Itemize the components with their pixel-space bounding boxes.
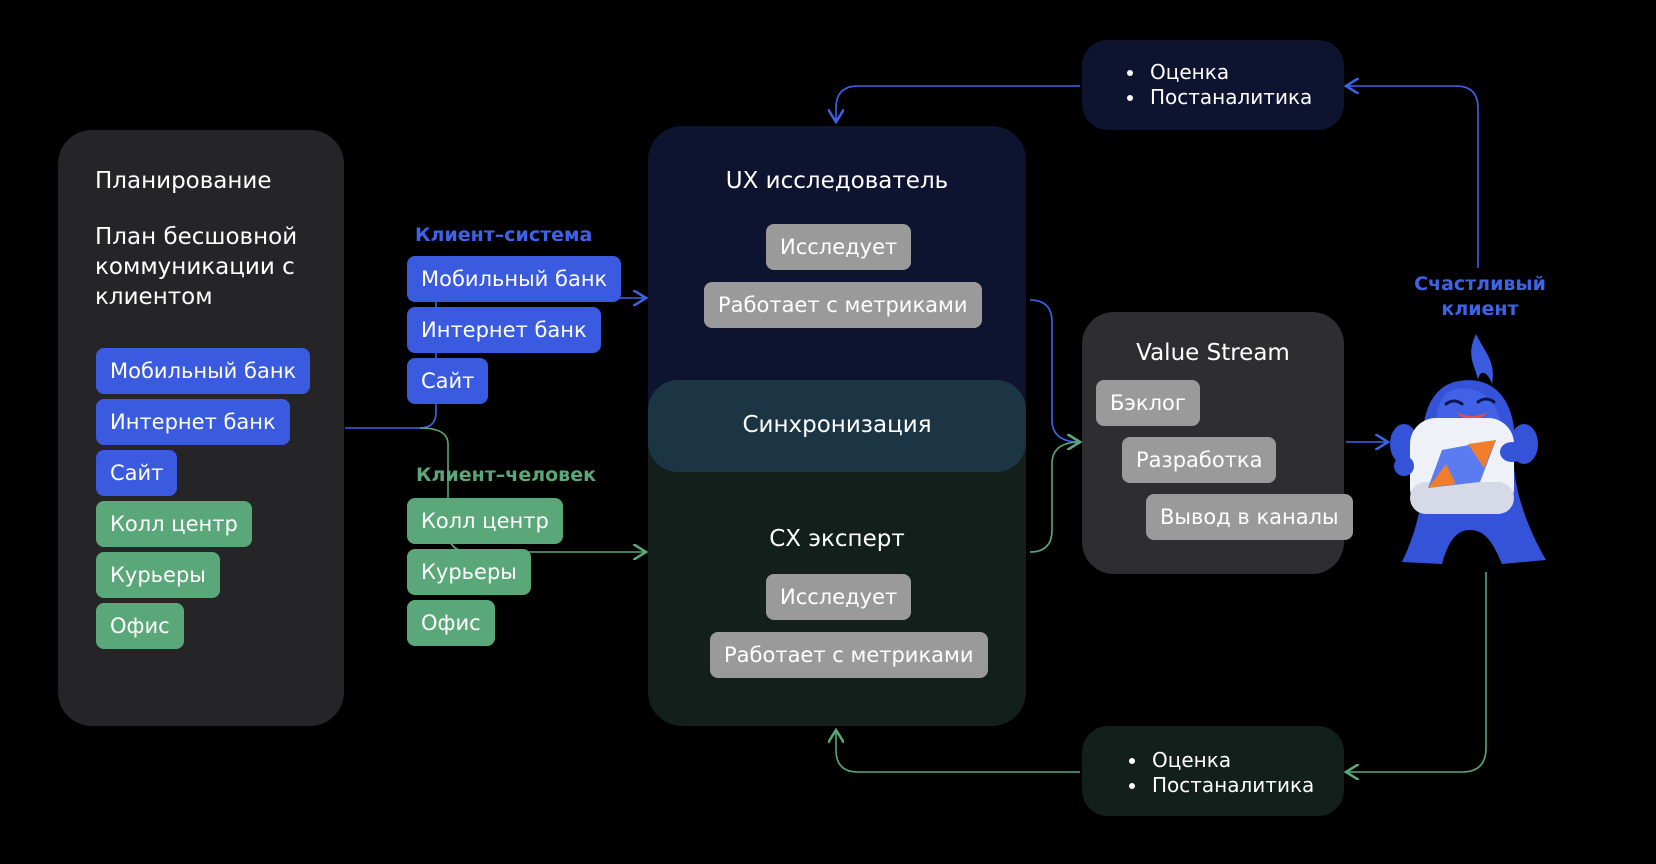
client-human-office: Офис — [407, 600, 495, 646]
planning-channel-mobile-bank: Мобильный банк — [96, 348, 311, 394]
cx-action-metrics: Работает с метриками — [710, 632, 988, 678]
feedback-bottom-postanalytics: Постаналитика — [1148, 773, 1314, 798]
planning-channel-internet-bank: Интернет банк — [96, 399, 290, 445]
client-human-couriers: Курьеры — [407, 549, 531, 595]
value-stream-title: Value Stream — [1136, 340, 1290, 366]
feedback-top-box: Оценка Постаналитика — [1082, 40, 1344, 130]
client-system-internet-bank: Интернет банк — [407, 307, 601, 353]
ux-action-metrics: Работает с метриками — [704, 282, 982, 328]
client-system-label: Клиент–система — [415, 224, 593, 246]
planning-channel-call-center: Колл центр — [96, 501, 252, 547]
planning-channel-site: Сайт — [96, 450, 178, 496]
planning-panel: Планирование План бесшовной коммуникации… — [58, 130, 344, 726]
top-feedback-loop — [1346, 86, 1479, 268]
value-stream-release: Вывод в каналы — [1146, 494, 1353, 540]
feedback-bottom-box: Оценка Постаналитика — [1082, 726, 1344, 816]
cx-panel: CX эксперт Исследует Работает с метрикам… — [648, 430, 1026, 726]
happy-client-label: Счастливый клиент — [1414, 273, 1546, 320]
ux-action-research: Исследует — [766, 224, 912, 270]
top-feedback-to-ux — [836, 85, 1080, 122]
client-system-mobile-bank: Мобильный банк — [407, 256, 622, 302]
cx-title: CX эксперт — [769, 526, 905, 552]
bottom-feedback-to-cx — [836, 730, 1080, 773]
client-system-site: Сайт — [407, 358, 489, 404]
cx-to-vs-arrow — [1029, 442, 1080, 553]
sync-title: Синхронизация — [742, 412, 932, 438]
planning-channel-couriers: Курьеры — [96, 552, 220, 598]
value-stream-panel: Value Stream Бэклог Разработка Вывод в к… — [1082, 312, 1353, 574]
cx-action-research: Исследует — [766, 574, 912, 620]
planning-channel-office: Офис — [96, 603, 184, 649]
value-stream-development: Разработка — [1122, 437, 1277, 483]
value-stream-backlog: Бэклог — [1096, 380, 1200, 426]
feedback-top-rating: Оценка — [1146, 60, 1312, 85]
client-human-call-center: Колл центр — [407, 498, 563, 544]
client-human-label: Клиент–человек — [416, 464, 596, 486]
mascot-icon — [1390, 334, 1546, 564]
feedback-bottom-rating: Оценка — [1148, 748, 1314, 773]
planning-subtitle: План бесшовной коммуникации с клиентом — [95, 224, 298, 310]
ux-to-vs-arrow — [1029, 299, 1080, 442]
planning-title: Планирование — [95, 168, 272, 194]
sync-panel: Синхронизация — [648, 380, 1026, 472]
bottom-feedback-loop — [1346, 572, 1487, 772]
feedback-top-postanalytics: Постаналитика — [1146, 85, 1312, 110]
ux-title: UX исследователь — [725, 168, 949, 194]
